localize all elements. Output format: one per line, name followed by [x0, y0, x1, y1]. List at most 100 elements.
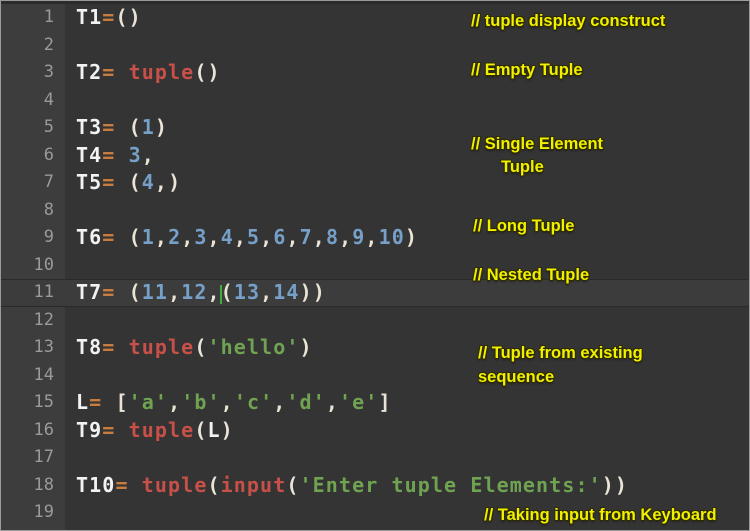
code-token-keyword: input	[220, 472, 287, 497]
code-token-operator: =	[102, 225, 116, 249]
code-token-operator: =	[102, 417, 116, 442]
code-token-punct: (	[128, 280, 142, 304]
code-token-punct: ]	[378, 390, 392, 414]
code-token-string: 'b'	[181, 390, 221, 414]
line-number: 5	[43, 117, 54, 137]
code-token-plain	[115, 280, 128, 304]
line-number: 17	[33, 447, 54, 467]
code-token-variable: T4	[76, 142, 103, 167]
code-token-punct: ,	[220, 390, 234, 414]
code-line: 1 T1=()	[1, 4, 749, 32]
code-token-variable: T6	[76, 225, 103, 249]
code-token-variable: T7	[76, 280, 103, 304]
code-token-operator: =	[102, 115, 116, 139]
line-number: 3	[43, 62, 54, 82]
code-line: 5 T3= (1)	[1, 114, 749, 142]
code-token-string: 'd'	[286, 390, 326, 414]
line-number: 4	[43, 89, 54, 110]
code-token-punct: (	[194, 417, 208, 442]
code-token-number: 3	[194, 225, 208, 249]
code-token-punct: ,	[181, 225, 195, 249]
code-token-plain	[115, 143, 128, 167]
line-number: 18	[33, 474, 54, 495]
line-number: 6	[43, 144, 54, 165]
code-line: 2	[1, 32, 749, 60]
code-token-number: 2	[168, 225, 182, 249]
code-token-plain	[115, 60, 128, 84]
code-token-punct: ,	[207, 225, 221, 249]
code-token-punct: ,	[286, 225, 300, 249]
code-token-keyword: tuple	[141, 472, 208, 497]
text-cursor	[219, 285, 222, 304]
code-token-string: 'a'	[128, 390, 169, 414]
code-token-variable: L	[76, 390, 90, 414]
code-token-number: 5	[247, 225, 261, 249]
code-line: 8	[1, 197, 749, 225]
code-token-punct: ,	[312, 225, 326, 249]
code-token-punct: (	[220, 280, 234, 304]
code-text: T2= tuple()	[76, 59, 221, 87]
code-token-number: 14	[273, 280, 300, 304]
code-token-punct: ))	[601, 472, 629, 497]
line-number: 7	[43, 172, 54, 192]
code-token-plain	[115, 418, 128, 442]
code-token-punct: (	[194, 335, 208, 359]
line-number-gutter	[1, 1, 65, 530]
line-number: 14	[33, 364, 54, 385]
code-token-keyword: tuple	[128, 60, 195, 84]
line-number: 19	[33, 502, 54, 522]
code-token-punct: (	[207, 472, 221, 497]
code-token-punct: ,	[207, 280, 221, 304]
code-token-plain	[115, 225, 128, 249]
code-text: T7= (11,12,(13,14))	[76, 279, 326, 307]
code-token-plain	[102, 390, 115, 414]
code-token-operator: =	[115, 472, 129, 497]
code-token-variable: T5	[76, 170, 103, 194]
code-token-punct: ,	[365, 225, 379, 249]
code-token-string: 'Enter tuple Elements:'	[299, 472, 602, 497]
code-text: T3= (1)	[76, 114, 168, 142]
line-number: 9	[43, 227, 54, 247]
line-number: 8	[43, 199, 54, 220]
code-token-punct: ,	[273, 390, 287, 414]
line-number: 16	[33, 419, 54, 440]
code-token-punct: ,	[168, 280, 182, 304]
code-token-plain	[115, 170, 128, 194]
code-text: T4= 3,	[76, 142, 155, 170]
code-text: T1=()	[76, 4, 142, 32]
code-token-number: 10	[378, 225, 405, 249]
code-token-number: 9	[352, 225, 366, 249]
code-token-plain	[115, 335, 128, 359]
code-token-punct: (	[286, 472, 300, 497]
code-token-punct: ,)	[154, 170, 182, 194]
code-token-operator: =	[89, 390, 103, 414]
code-token-number: 12	[181, 280, 208, 304]
code-token-operator: =	[102, 5, 116, 29]
code-token-punct: ,	[168, 390, 182, 414]
code-token-variable: T10	[76, 472, 116, 497]
code-token-punct: ,	[141, 142, 155, 167]
code-token-operator: =	[102, 335, 116, 359]
line-number: 11	[33, 282, 54, 302]
code-token-number: 8	[325, 225, 340, 249]
code-line: 4	[1, 87, 749, 115]
code-token-operator: =	[102, 142, 116, 167]
code-token-operator: =	[102, 170, 116, 194]
code-token-string: 'hello'	[207, 335, 300, 359]
line-number: 1	[43, 7, 54, 27]
code-text: L= ['a','b','c','d','e']	[76, 389, 392, 417]
code-token-punct: ,	[260, 280, 274, 304]
code-line: 14	[1, 362, 749, 390]
code-token-variable: T8	[76, 335, 103, 359]
code-token-punct: ()	[115, 5, 142, 29]
code-token-keyword: tuple	[128, 335, 195, 359]
code-token-punct: (	[128, 225, 142, 249]
